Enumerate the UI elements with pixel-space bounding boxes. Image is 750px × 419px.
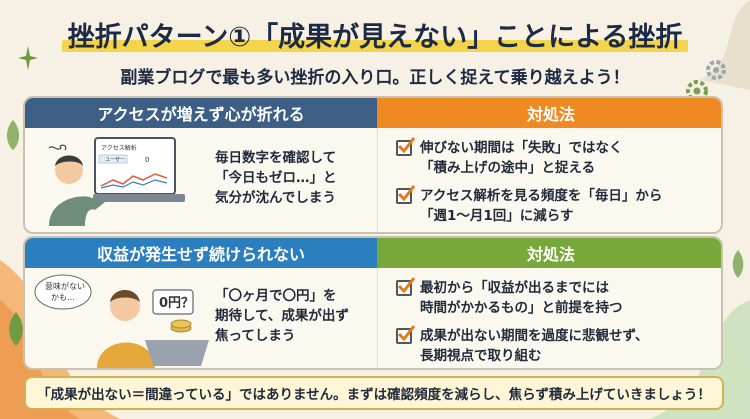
problem-quote: 毎日数字を確認して 「今日もゼロ…」と 気分が沈んでしまう [215, 148, 337, 208]
sparkle-icon [18, 46, 38, 70]
quote-line: 焦ってしまう [215, 328, 296, 344]
checkbox-icon [396, 325, 416, 344]
quote-line: 「今日もゼロ…」と [215, 170, 337, 186]
item-line: 最初から「収益が出るまでには [420, 280, 609, 296]
list-item: アクセス解析を見る頻度を「毎日」から 「週1〜月1回」に減らす [396, 185, 715, 226]
solution-heading: 対処法 [377, 98, 721, 128]
problem-panel-revenue: 収益が発生せず続けられない 対処法 意味がない かも… 0円？ 「〇ヶ月で〇円」… [23, 236, 723, 370]
worried-person-illustration: 意味がない かも… 0円？ [34, 274, 209, 368]
gear-icon [706, 60, 726, 80]
problem-quote: 「〇ヶ月で〇円」を 期待して、成果が出ず 焦ってしまう [215, 286, 349, 346]
problem-heading: アクセスが増えず心が折れる [25, 98, 377, 128]
problem-body: 意味がない かも… 0円？ 「〇ヶ月で〇円」を 期待して、成果が出ず 焦ってしま… [25, 268, 377, 368]
sign-text: 0円？ [159, 296, 194, 311]
problem-body: アクセス解析 ユーザー 0 毎日数字を確認して 「今日もゼロ…」と 気分が沈んで… [25, 128, 377, 232]
screen-title: アクセス解析 [101, 144, 137, 152]
quote-line: 気分が沈んでしまう [215, 190, 336, 206]
bubble-text: 意味がない [45, 281, 85, 291]
checkbox-icon [396, 137, 416, 156]
quote-line: 「〇ヶ月で〇円」を [215, 288, 337, 304]
checkbox-icon [396, 185, 416, 204]
footer-message: 「成果が出ない＝間違っている」ではありません。まずは確認頻度を減らし、焦らず積み… [24, 376, 724, 410]
problem-panel-access: アクセスが増えず心が折れる 対処法 アクセス解析 ユーザー 0 毎日数字を確認し… [23, 96, 723, 234]
problem-heading: 収益が発生せず続けられない [25, 238, 377, 268]
leaf-icon [9, 312, 23, 346]
leaf-icon [732, 250, 744, 278]
solution-list: 最初から「収益が出るまでには 時間がかかるもの」と前提を持つ 成果が出ない期間を… [396, 277, 715, 368]
item-line: 「積み上げの途中」と捉える [420, 160, 596, 176]
quote-line: 期待して、成果が出ず [215, 308, 349, 324]
item-line: 伸びない期間は「失敗」ではなく [420, 140, 623, 156]
item-line: 長期視点で取り組む [420, 348, 542, 364]
solution-body: 最初から「収益が出るまでには 時間がかかるもの」と前提を持つ 成果が出ない期間を… [377, 268, 721, 368]
page-subtitle: 副業ブログで最も多い挫折の入り口。正しく捉えて乗り越えよう！ [120, 68, 630, 88]
list-item: 最初から「収益が出るまでには 時間がかかるもの」と前提を持つ [396, 277, 715, 318]
solution-list: 伸びない期間は「失敗」ではなく 「積み上げの途中」と捉える アクセス解析を見る頻… [396, 137, 715, 232]
page-title-text: 挫折パターン①「成果が見えない」ことによる挫折 [67, 21, 683, 53]
quote-line: 毎日数字を確認して [215, 150, 337, 166]
solution-body: 伸びない期間は「失敗」ではなく 「積み上げの途中」と捉える アクセス解析を見る頻… [377, 128, 721, 232]
list-item: 成果が出ない期間を過度に悲観せず、 長期視点で取り組む [396, 325, 715, 366]
screen-zero: 0 [145, 156, 149, 164]
item-line: 時間がかかるもの」と前提を持つ [420, 300, 623, 316]
title-area: 挫折パターン①「成果が見えない」ことによる挫折 [0, 12, 750, 56]
bubble-text: かも… [51, 293, 75, 302]
screen-user-label: ユーザー [105, 157, 125, 163]
checkbox-icon [396, 277, 416, 296]
item-line: 成果が出ない期間を過度に悲観せず、 [420, 328, 649, 344]
list-item: 伸びない期間は「失敗」ではなく 「積み上げの途中」と捉える [396, 137, 715, 178]
solution-heading: 対処法 [377, 238, 721, 268]
item-line: アクセス解析を見る頻度を「毎日」から [420, 188, 663, 204]
person-at-laptop-illustration: アクセス解析 ユーザー 0 [48, 137, 185, 226]
leaf-icon [6, 120, 20, 150]
item-line: 「週1〜月1回」に減らす [420, 208, 574, 224]
page-title: 挫折パターン①「成果が見えない」ことによる挫折 [61, 15, 689, 54]
